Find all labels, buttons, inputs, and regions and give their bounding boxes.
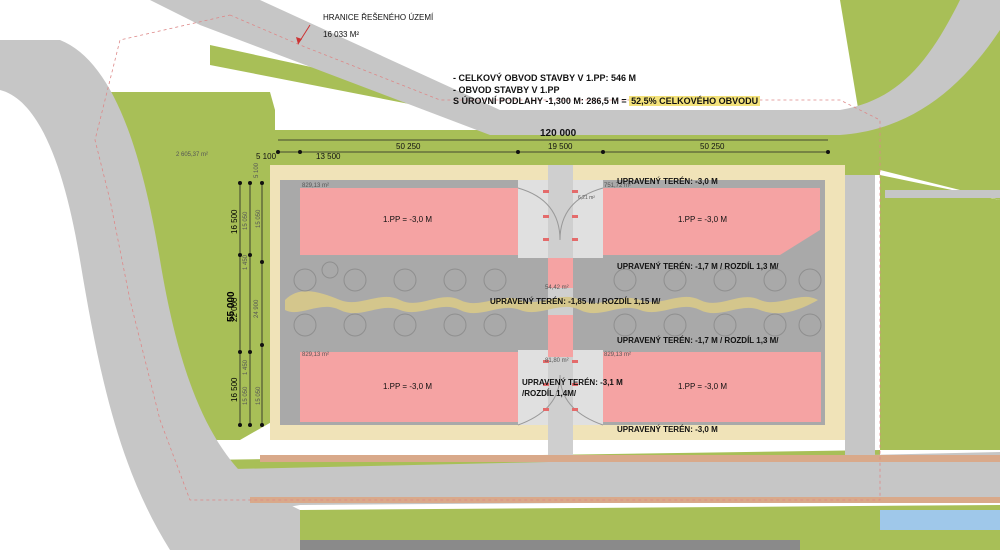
dimension-dots: [238, 150, 830, 427]
block-label-bl: 1.PP = -3,0 M: [383, 382, 432, 391]
bridge-top: [548, 258, 573, 288]
terrain-center: UPRAVENÝ TERÉN: -1,85 M / ROZDÍL 1,15 M/: [490, 297, 661, 306]
building-top-right: [603, 188, 820, 255]
brown-strip-lower: [250, 497, 1000, 503]
road-top-diagonal: [150, 0, 1000, 135]
note-line-2: - OBVOD STAVBY V 1.PP: [453, 84, 560, 95]
terrain-lower-mid: UPRAVENÝ TERÉN: -1,7 M / ROZDÍL 1,3 M/: [617, 336, 779, 345]
terrain-bridge-1: UPRAVENÝ TERÉN: -3,1 M: [522, 378, 623, 387]
dim-small-a: 5 100: [256, 152, 277, 161]
dim-v-bot-inner: 15 050: [256, 386, 262, 405]
block-label-tl: 1.PP = -3,0 M: [383, 215, 432, 224]
dim-v-court: 24 900: [254, 299, 260, 318]
notes-block: - CELKOVÝ OBVOD STAVBY V 1.PP: 546 M - O…: [453, 73, 761, 108]
dim-v-sub-b: 15 050: [243, 386, 249, 405]
block-label-br: 1.PP = -3,0 M: [678, 382, 727, 391]
dim-seg-right: 50 250: [700, 142, 725, 151]
road-right-outer: [885, 190, 1000, 198]
water-strip: [880, 510, 1000, 530]
dim-seg-left: 50 250: [396, 142, 421, 151]
area-block-tl: 829,13 m²: [302, 183, 330, 189]
tree-row: [293, 261, 822, 337]
note-highlight: 52,5% CELKOVÉHO OBVODU: [629, 96, 761, 106]
dimension-lines: [239, 139, 828, 425]
dim-v-small-top: 5 100: [254, 162, 260, 178]
boundary-arrowhead: [296, 37, 302, 44]
dim-v-sub-a: 15 050: [243, 211, 249, 230]
road-left-curve: [0, 40, 300, 550]
dim-v-top-inner: 15 050: [256, 209, 262, 228]
dim-total-width: 120 000: [540, 128, 577, 139]
dim-small-b: 13 500: [316, 152, 341, 161]
dark-strip: [300, 540, 800, 550]
building-bottom-right: [603, 352, 821, 422]
terrain-bridge-2: /ROZDÍL 1,4M/: [522, 389, 577, 398]
area-block-br: 829,13 m²: [604, 352, 632, 358]
brown-strip: [260, 455, 1000, 462]
area-stair-small: 6,21 m²: [578, 195, 595, 201]
note-line-1: - CELKOVÝ OBVOD STAVBY V 1.PP: 546 M: [453, 73, 637, 83]
area-bridge-bottom: 81,80 m²: [545, 358, 569, 364]
bridge-bottom: [548, 315, 573, 357]
dim-v-gap-b: 1 450: [243, 359, 249, 375]
green-right-strip: [880, 175, 1000, 450]
boundary-line: [94, 14, 881, 501]
block-label-tr: 1.PP = -3,0 M: [678, 215, 727, 224]
stair-curve-top: [517, 187, 604, 241]
green-bottom-band: [300, 505, 1000, 550]
boundary-title: HRANICE ŘEŠENÉHO ÚZEMÍ: [323, 13, 434, 22]
dim-v-mid: 22 000: [230, 297, 239, 322]
area-bridge-top: 54,42 m²: [545, 285, 569, 291]
dim-seg-mid: 19 500: [548, 142, 573, 151]
note-line-3: S ÚROVNÍ PODLAHY -1,300 M: 286,5 M = 52,…: [453, 96, 761, 108]
terrain-bottom: UPRAVENÝ TERÉN: -3,0 M: [617, 425, 718, 434]
terrain-upper-mid: UPRAVENÝ TERÉN: -1,7 M / ROZDÍL 1,3 M/: [617, 262, 779, 271]
area-block-bl: 829,13 m²: [302, 352, 330, 358]
pink-marks: [543, 190, 578, 411]
terrain-top: UPRAVENÝ TERÉN: -3,0 M: [617, 177, 718, 186]
dim-v-gap-a: 1 450: [243, 254, 249, 270]
green-top-row: [275, 130, 880, 175]
dim-v-top: 16 500: [230, 209, 239, 234]
building-bottom-left: [300, 352, 518, 422]
road-right-vertical: [845, 175, 875, 460]
area-green-left: 2 605,37 m²: [176, 152, 209, 158]
area-block-tr: 751,72 m²: [604, 183, 632, 189]
building-top-left: [300, 188, 518, 255]
note-line-3-prefix: S ÚROVNÍ PODLAHY -1,300 M: 286,5 M =: [453, 96, 630, 106]
wave-path: [285, 291, 818, 314]
boundary-area: 16 033 M²: [323, 30, 360, 39]
stair-curve-bottom: [517, 374, 604, 426]
dim-v-bot: 16 500: [230, 377, 239, 402]
stair-column: [548, 165, 573, 455]
